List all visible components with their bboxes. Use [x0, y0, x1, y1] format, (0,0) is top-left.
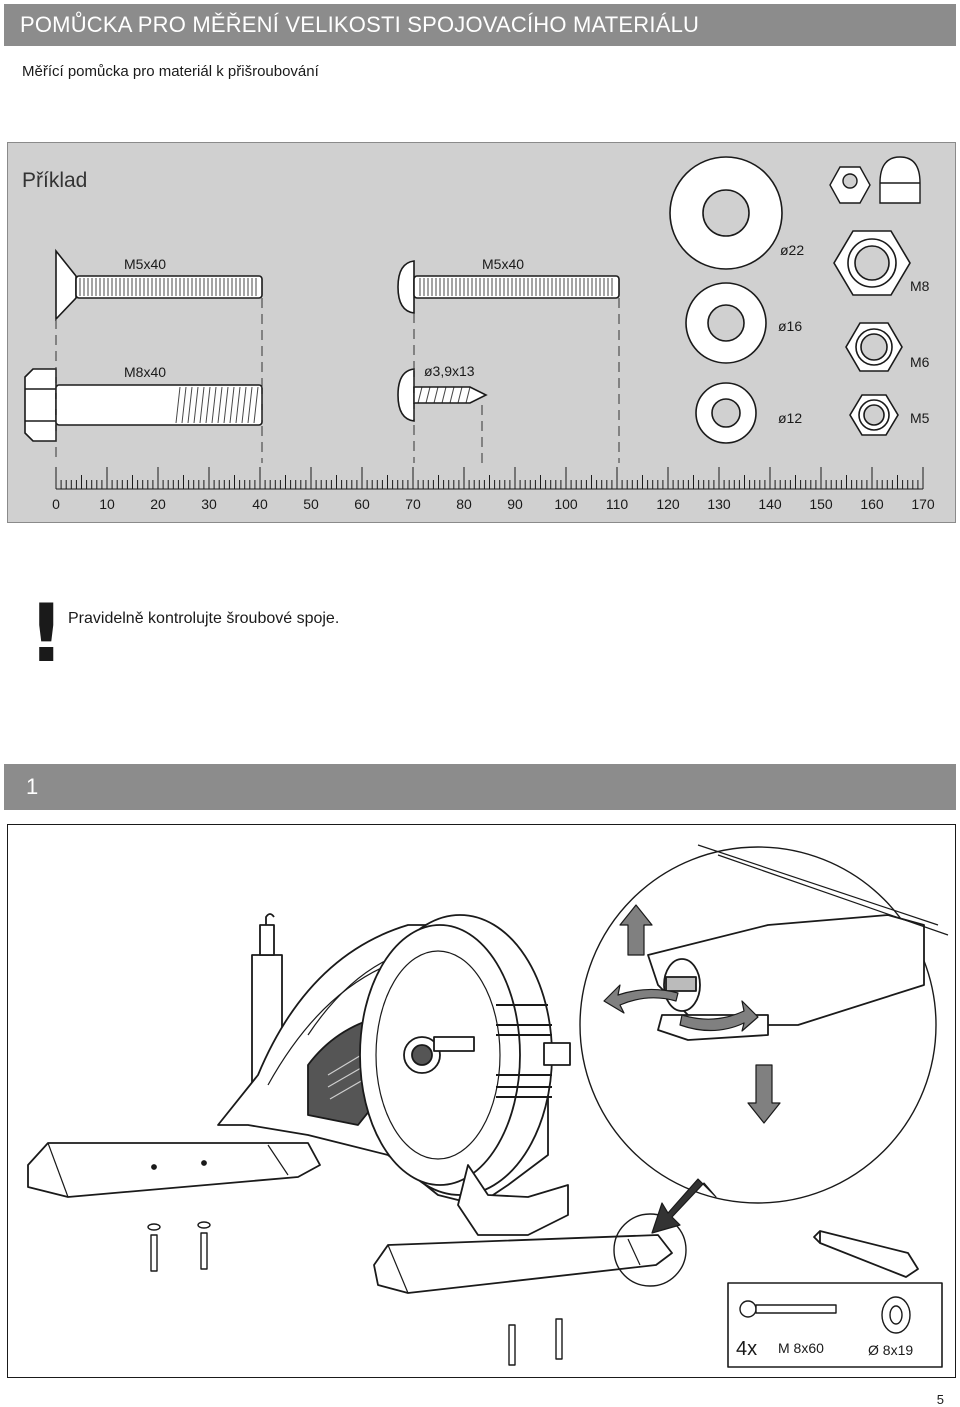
hex-nut-m6-label: M6 — [910, 354, 930, 370]
arrow-rotate-right-icon — [679, 1000, 759, 1032]
parts-bolt-icon — [739, 1300, 837, 1318]
ruler-label: 60 — [354, 496, 370, 512]
wood-screw-label: ø3,9x13 — [424, 363, 475, 379]
ruler-label: 150 — [809, 496, 833, 512]
hex-nut-m8-icon — [833, 230, 911, 296]
page-number: 5 — [936, 1392, 944, 1407]
parts-washer-icon — [881, 1296, 911, 1334]
ruler-label: 20 — [150, 496, 166, 512]
ruler-label: 0 — [52, 496, 60, 512]
wood-screw-icon — [397, 368, 488, 422]
washer-16-label: ø16 — [778, 318, 802, 334]
hex-nut-m8-label: M8 — [910, 278, 930, 294]
assembly-drawing: 4x M 8x60 Ø 8x19 — [27, 844, 949, 1368]
assembly-illustration: 4x M 8x60 Ø 8x19 — [7, 824, 956, 1378]
warning-icon: ! — [28, 587, 65, 680]
ruler-label: 40 — [252, 496, 268, 512]
parts-quantity: 4x — [736, 1338, 757, 1360]
warning-notice: ! Pravidelně kontrolujte šroubové spoje. — [22, 592, 722, 682]
step-header: 1 — [4, 764, 956, 810]
round-head-bolt-label: M5x40 — [482, 256, 524, 272]
rear-stabilizer-icon — [27, 1142, 321, 1198]
countersunk-bolt-label: M5x40 — [124, 256, 166, 272]
arrow-up-icon — [619, 904, 653, 956]
measuring-tool-panel: M5x40 M5x40 M8x40 ø3,9x13 — [7, 142, 956, 523]
ruler-label: 160 — [860, 496, 884, 512]
rear-bolt-icon — [147, 1221, 211, 1272]
detail-source-circle — [613, 1213, 687, 1287]
arrow-rotate-left-icon — [603, 984, 679, 1014]
hex-nut-m5-label: M5 — [910, 410, 930, 426]
ruler-labels: 0 10 20 30 40 50 60 70 80 90 100 110 120 130 140 150 160… — [52, 496, 935, 512]
hex-nut-m5-icon — [849, 394, 899, 436]
pointer-arrow-icon — [651, 1178, 717, 1234]
cap-nut-icon — [879, 156, 921, 204]
front-bolt-icon — [508, 1318, 563, 1366]
ruler — [55, 467, 924, 490]
parts-bolt-label: M 8x60 — [778, 1340, 824, 1356]
ruler-label: 130 — [707, 496, 731, 512]
ruler-label: 30 — [201, 496, 217, 512]
hex-nut-m6-icon — [845, 322, 903, 372]
ruler-label: 110 — [606, 496, 629, 512]
washer-22-icon — [669, 156, 783, 270]
warning-text: Pravidelně kontrolujte šroubové spoje. — [68, 610, 340, 627]
ruler-label: 140 — [758, 496, 782, 512]
nut-small-icon — [829, 166, 871, 204]
front-stabilizer-icon — [373, 1234, 673, 1294]
arrow-down-icon — [747, 1064, 781, 1124]
washer-22-label: ø22 — [780, 242, 804, 258]
page-title: POMŮCKA PRO MĚŘENÍ VELIKOSTI SPOJOVACÍHO… — [4, 4, 956, 46]
hex-bolt-label: M8x40 — [124, 364, 166, 380]
ruler-label: 170 — [911, 496, 935, 512]
ruler-label: 120 — [656, 496, 680, 512]
measuring-tool-drawing: M5x40 M5x40 M8x40 ø3,9x13 — [24, 156, 935, 512]
ruler-label: 100 — [554, 496, 578, 512]
page-subtitle: Měřící pomůcka pro materiál k přišroubov… — [22, 63, 319, 80]
washer-12-icon — [695, 382, 757, 444]
parts-washer-label: Ø 8x19 — [868, 1342, 913, 1358]
washer-12-label: ø12 — [778, 410, 802, 426]
hex-key-icon — [819, 1230, 919, 1278]
ruler-label: 70 — [405, 496, 421, 512]
ruler-label: 10 — [99, 496, 115, 512]
ruler-label: 90 — [507, 496, 523, 512]
flywheel-icon — [359, 914, 571, 1196]
example-label: Příklad — [22, 169, 88, 192]
ruler-label: 80 — [456, 496, 472, 512]
washer-16-icon — [685, 282, 767, 364]
ruler-label: 50 — [303, 496, 319, 512]
hex-bolt-icon — [24, 368, 263, 442]
